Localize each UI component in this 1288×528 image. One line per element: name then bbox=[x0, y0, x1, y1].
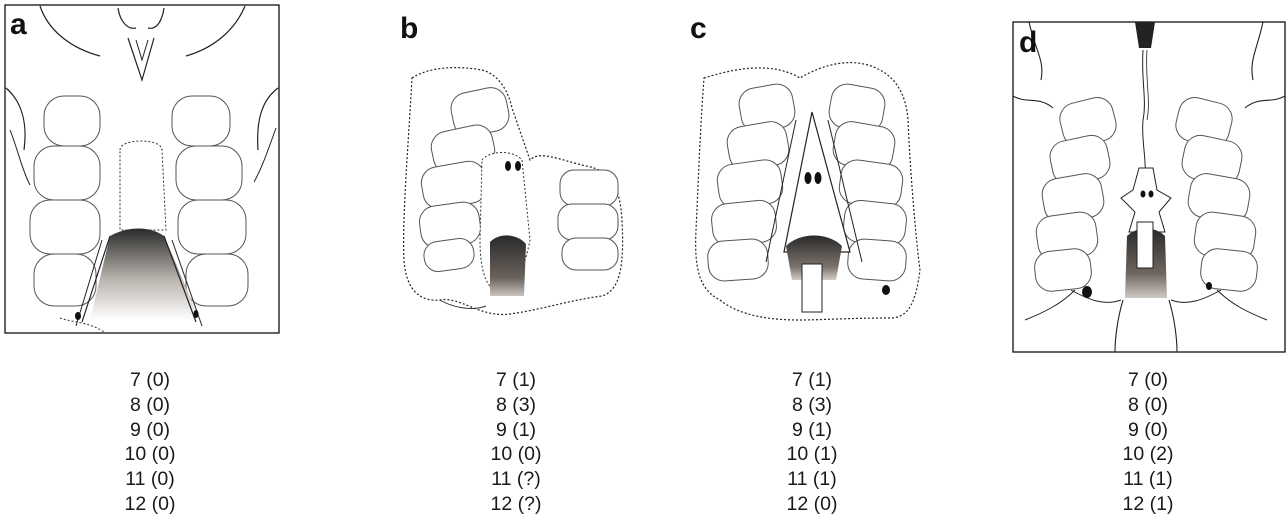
panel-c: c bbox=[680, 0, 940, 330]
code-line: 7 (0) bbox=[1088, 368, 1208, 393]
panel-d: d bbox=[1005, 0, 1288, 360]
code-line: 12 (1) bbox=[1088, 492, 1208, 517]
code-line: 8 (3) bbox=[752, 393, 872, 418]
code-line: 10 (2) bbox=[1088, 442, 1208, 467]
code-line: 11 (1) bbox=[752, 467, 872, 492]
code-line: 11 (1) bbox=[1088, 467, 1208, 492]
code-line: 12 (0) bbox=[90, 492, 210, 517]
codes-panel-c: 7 (1) 8 (3) 9 (1) 10 (1) 11 (1) 12 (0) bbox=[752, 368, 872, 517]
panel-label-d: d bbox=[1019, 28, 1037, 58]
code-line: 11 (0) bbox=[90, 467, 210, 492]
code-line: 8 (0) bbox=[1088, 393, 1208, 418]
code-line: 9 (0) bbox=[90, 418, 210, 443]
code-line: 7 (1) bbox=[752, 368, 872, 393]
code-line: 8 (0) bbox=[90, 393, 210, 418]
codes-panel-d: 7 (0) 8 (0) 9 (0) 10 (2) 11 (1) 12 (1) bbox=[1088, 368, 1208, 517]
panel-label-b: b bbox=[400, 14, 418, 44]
code-line: 8 (3) bbox=[456, 393, 576, 418]
code-line: 11 (?) bbox=[456, 467, 576, 492]
panel-label-c: c bbox=[690, 14, 707, 44]
code-line: 7 (0) bbox=[90, 368, 210, 393]
codes-panel-b: 7 (1) 8 (3) 9 (1) 10 (0) 11 (?) 12 (?) bbox=[456, 368, 576, 517]
code-line: 10 (0) bbox=[90, 442, 210, 467]
code-line: 12 (0) bbox=[752, 492, 872, 517]
panel-a: a bbox=[0, 0, 290, 340]
code-line: 9 (1) bbox=[456, 418, 576, 443]
code-line: 12 (?) bbox=[456, 492, 576, 517]
code-line: 10 (1) bbox=[752, 442, 872, 467]
code-line: 10 (0) bbox=[456, 442, 576, 467]
code-line: 9 (0) bbox=[1088, 418, 1208, 443]
code-line: 9 (1) bbox=[752, 418, 872, 443]
codes-panel-a: 7 (0) 8 (0) 9 (0) 10 (0) 11 (0) 12 (0) bbox=[90, 368, 210, 517]
panel-b: b bbox=[390, 0, 640, 330]
palate-drawing-b bbox=[390, 0, 640, 330]
palate-drawing-a bbox=[0, 0, 290, 340]
palate-drawing-c bbox=[680, 0, 940, 330]
palate-drawing-d bbox=[1005, 0, 1288, 360]
panel-label-a: a bbox=[10, 10, 27, 40]
code-line: 7 (1) bbox=[456, 368, 576, 393]
